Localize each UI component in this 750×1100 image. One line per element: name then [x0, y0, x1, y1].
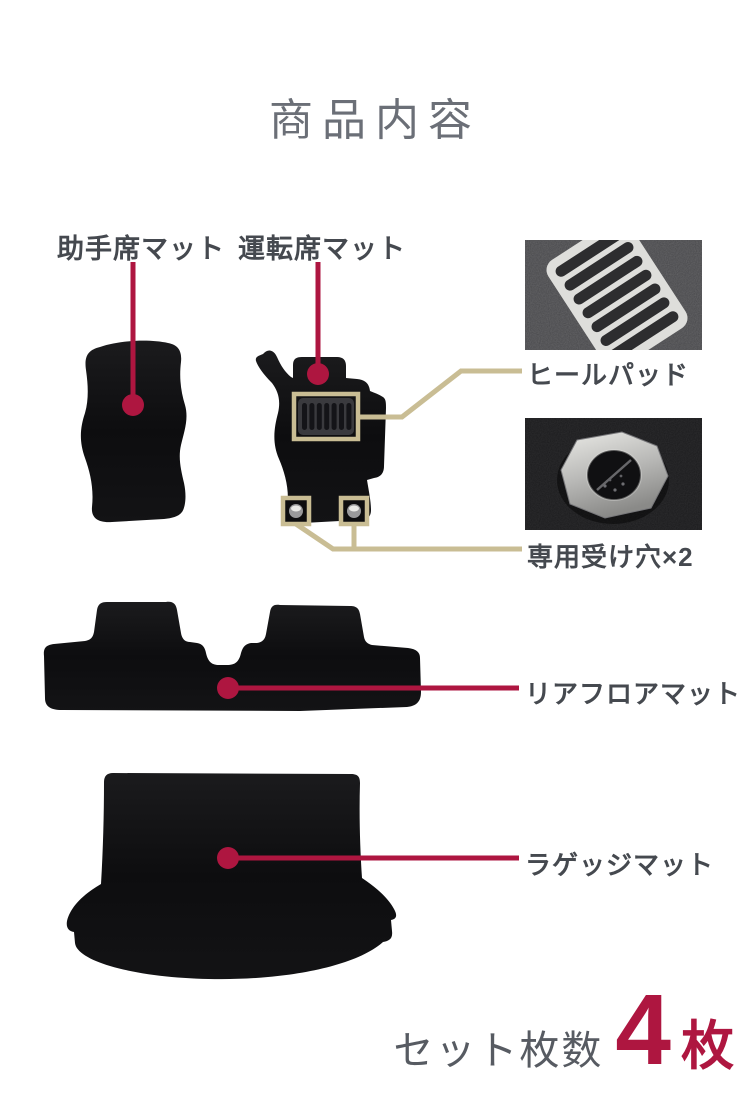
rear-mat-callout-dot	[217, 677, 239, 699]
set-count-label: セット枚数	[393, 1029, 604, 1073]
driver-mat-label: 運転席マット	[238, 234, 406, 264]
receiver-hole-left	[280, 495, 312, 527]
driver-callout-dot	[307, 363, 329, 385]
heel-pad-label: ヒールパッド	[527, 360, 690, 390]
set-count-value: 4	[615, 974, 671, 1086]
passenger-mat-label: 助手席マット	[57, 234, 225, 264]
rear-mat-shape	[43, 601, 422, 711]
receiver-holes-label: 専用受け穴×2	[527, 542, 694, 572]
luggage-mat-shape	[66, 773, 397, 980]
rear-mat-label: リアフロアマット	[525, 679, 742, 709]
receiver-holes-connector-line	[294, 521, 522, 552]
passenger-mat-shape	[80, 340, 187, 523]
luggage-mat-callout-dot	[217, 847, 239, 869]
page-title: 商品内容	[269, 96, 481, 145]
heel-pad-connector-line	[358, 368, 522, 420]
heel-pad-photo	[525, 240, 702, 350]
heel-pad-inset	[291, 391, 361, 442]
luggage-mat-label: ラゲッジマット	[525, 850, 715, 880]
passenger-callout-dot	[122, 394, 144, 416]
set-count-unit: 枚	[681, 1017, 734, 1076]
receiver-hole-photo	[525, 418, 702, 530]
set-count-footer: セット枚数 4 枚	[393, 974, 734, 1086]
receiver-hole-right	[338, 495, 370, 527]
